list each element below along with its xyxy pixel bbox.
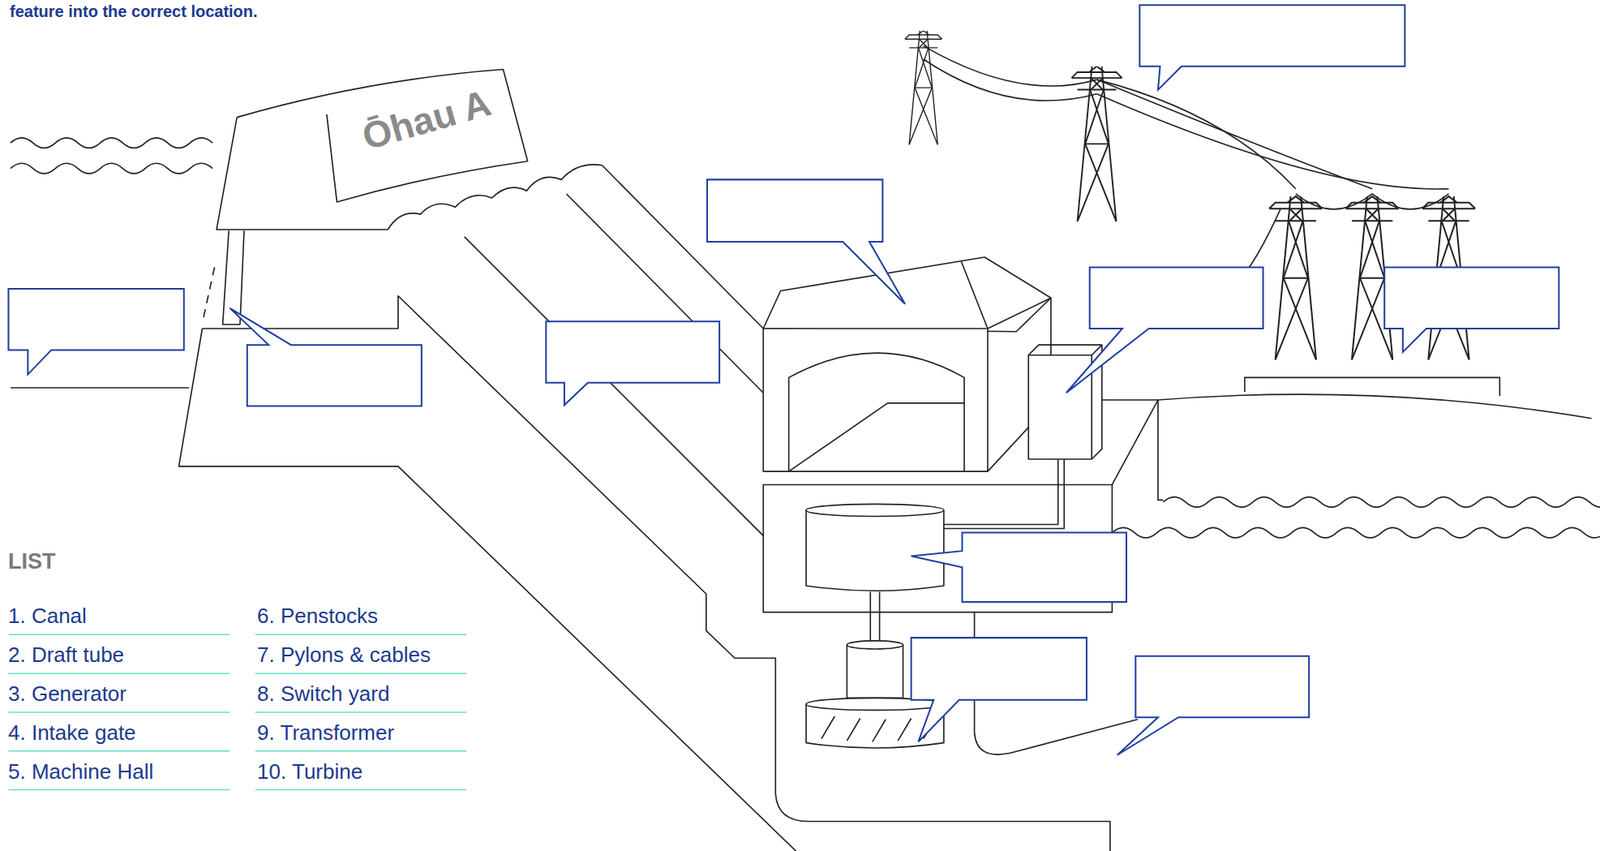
- list-heading: LIST: [8, 548, 56, 575]
- list-item: 2. Draft tube: [8, 642, 125, 668]
- list-item: 9. Transformer: [257, 720, 395, 746]
- list-item: 8. Switch yard: [257, 681, 390, 707]
- label-slot: 2. Draft tube: [8, 642, 125, 668]
- dam-name: Ōhau A: [357, 81, 497, 161]
- list-item: 10. Turbine: [257, 759, 363, 785]
- answer-callouts: [8, 4, 1559, 755]
- label-slot: feature into the correct location.: [9, 1, 258, 22]
- instruction-text: feature into the correct location.: [9, 1, 258, 22]
- list-item: 1. Canal: [8, 603, 87, 629]
- list-item: 4. Intake gate: [8, 720, 137, 746]
- list-item: 3. Generator: [8, 681, 127, 707]
- label-slot: 1. Canal: [8, 603, 87, 629]
- label-slot: 5. Machine Hall: [8, 759, 154, 785]
- label-slot: 7. Pylons & cables: [257, 642, 431, 668]
- list-item: 7. Pylons & cables: [257, 642, 431, 668]
- list-underlines: [8, 634, 467, 790]
- list-item: 5. Machine Hall: [8, 759, 154, 785]
- label-slot: 8. Switch yard: [257, 681, 390, 707]
- label-slot: LIST: [8, 548, 56, 575]
- label-slot: 9. Transformer: [257, 720, 395, 746]
- drawing-lines: [10, 46, 1600, 851]
- label-slot: Ōhau A: [357, 81, 497, 161]
- list-item: 6. Penstocks: [257, 603, 378, 629]
- label-slot: 10. Turbine: [257, 759, 363, 785]
- label-slot: 6. Penstocks: [257, 603, 378, 629]
- label-slot: 3. Generator: [8, 681, 127, 707]
- label-slot: 4. Intake gate: [8, 720, 137, 746]
